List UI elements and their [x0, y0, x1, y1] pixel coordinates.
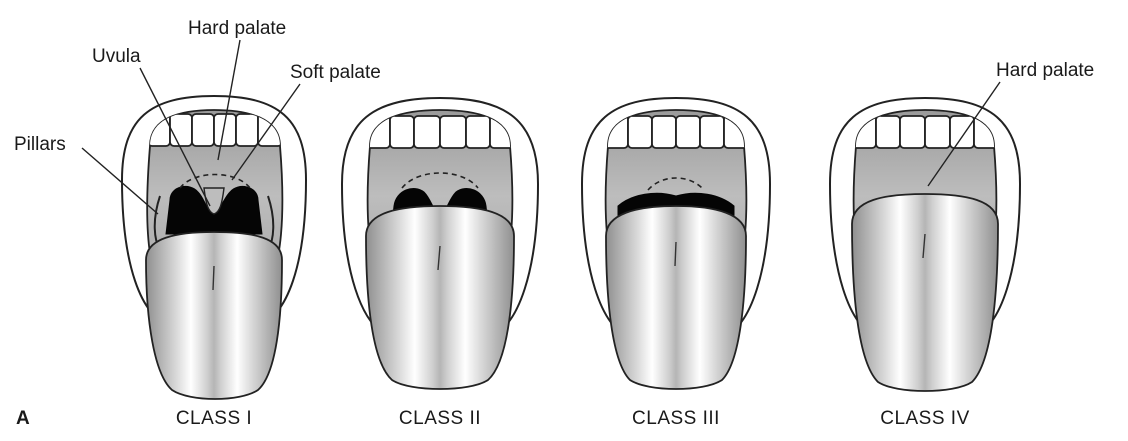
- mouth-class-2: [342, 98, 538, 389]
- teeth-row: [148, 114, 282, 146]
- label-pillars: Pillars: [14, 134, 66, 155]
- tongue: [606, 206, 746, 389]
- tongue-crease: [675, 242, 676, 266]
- label-uvula: Uvula: [92, 46, 141, 67]
- teeth-row: [604, 116, 748, 148]
- teeth-row: [366, 116, 514, 148]
- mouth-class-3: [582, 98, 770, 389]
- label-hard-palate: Hard palate: [188, 18, 286, 39]
- tongue-crease: [213, 266, 214, 290]
- label-soft-palate: Soft palate: [290, 62, 381, 83]
- tongue: [146, 232, 282, 399]
- class-label-4: CLASS IV: [880, 408, 970, 429]
- class-label-2: CLASS II: [399, 408, 481, 429]
- leader-pillars: [82, 148, 158, 214]
- panel-letter: A: [16, 408, 30, 429]
- mouth-class-4: [830, 98, 1020, 391]
- mouth-class-1: [122, 96, 306, 399]
- tongue: [366, 206, 514, 389]
- class-label-1: CLASS I: [176, 408, 252, 429]
- teeth-row: [852, 116, 998, 148]
- tongue: [852, 194, 998, 391]
- class-label-3: CLASS III: [632, 408, 720, 429]
- label-hard-palate-class4: Hard palate: [996, 60, 1094, 81]
